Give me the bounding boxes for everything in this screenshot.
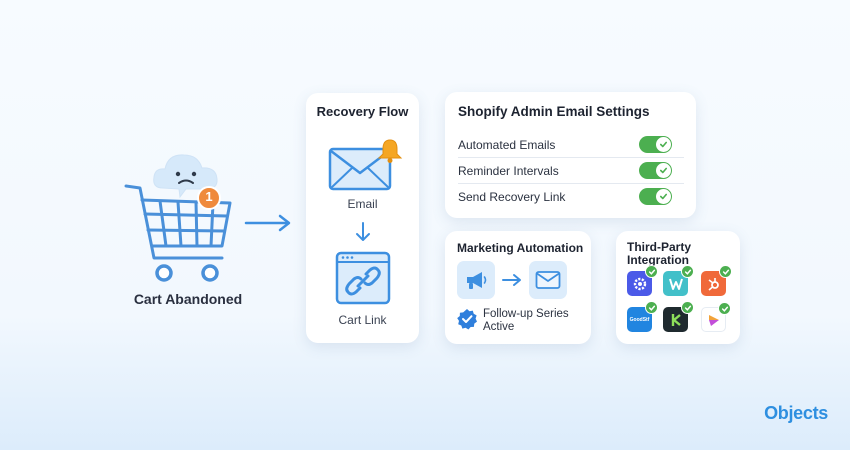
shopping-cart-icon <box>124 154 232 282</box>
check-icon <box>718 302 731 315</box>
recovery-flow-title: Recovery Flow <box>316 104 409 119</box>
shopify-settings-title: Shopify Admin Email Settings <box>458 104 650 119</box>
follow-up-status: Follow-up Series Active <box>483 308 569 333</box>
arrow-down-icon <box>356 222 370 241</box>
flow-step-email-label: Email <box>347 197 378 211</box>
gear-app-icon[interactable] <box>627 265 658 296</box>
setting-label: Automated Emails <box>458 138 556 152</box>
cart-abandoned-label: Cart Abandoned <box>133 291 243 307</box>
goodstuff-app-text: GoodStf <box>629 316 650 323</box>
setting-row-automated-emails: Automated Emails <box>458 133 684 158</box>
bell-icon <box>377 139 403 163</box>
k-app-icon[interactable] <box>663 301 694 332</box>
arrow-right-icon <box>502 274 521 286</box>
goodstuff-app-icon[interactable]: GoodStf <box>627 301 658 332</box>
arrow-app-icon[interactable] <box>701 302 731 332</box>
envelope-icon <box>529 261 567 299</box>
check-icon <box>656 163 671 178</box>
shopify-settings-card: Shopify Admin Email Settings Automated E… <box>445 92 696 218</box>
setting-row-reminder-intervals: Reminder Intervals <box>458 159 684 184</box>
marketing-automation-card: Marketing Automation Follow-up Series Ac… <box>445 231 591 344</box>
check-icon <box>656 137 671 152</box>
arrow-right-icon <box>244 214 291 232</box>
check-icon <box>656 189 671 204</box>
megaphone-icon <box>457 261 495 299</box>
third-party-integration-card: Third-Party Integration GoodStf <box>616 231 740 344</box>
flow-step-cart-link-label: Cart Link <box>338 313 387 327</box>
cart-badge: 1 <box>205 189 213 204</box>
check-icon <box>645 265 658 278</box>
w-app-icon[interactable] <box>663 265 694 296</box>
check-icon <box>719 265 732 278</box>
automated-emails-toggle[interactable] <box>639 136 672 153</box>
cart-abandoned-illustration: 1 <box>118 130 248 315</box>
link-window-icon <box>335 251 391 305</box>
marketing-automation-title: Marketing Automation <box>457 241 584 255</box>
check-icon <box>681 301 694 314</box>
setting-label: Send Recovery Link <box>458 190 566 204</box>
verified-badge-icon <box>457 309 477 330</box>
check-icon <box>645 301 658 314</box>
sad-cloud-icon <box>153 154 218 199</box>
setting-label: Reminder Intervals <box>458 164 559 178</box>
recovery-flow-card: Recovery Flow Email Cart Link <box>306 93 419 343</box>
reminder-intervals-toggle[interactable] <box>639 162 672 179</box>
hub-app-icon[interactable] <box>701 265 732 296</box>
check-icon <box>681 265 694 278</box>
setting-row-send-recovery-link: Send Recovery Link <box>458 185 684 210</box>
send-recovery-link-toggle[interactable] <box>639 188 672 205</box>
third-party-title: Third-Party Integration <box>627 240 692 267</box>
objects-logo: Objects <box>764 403 828 423</box>
